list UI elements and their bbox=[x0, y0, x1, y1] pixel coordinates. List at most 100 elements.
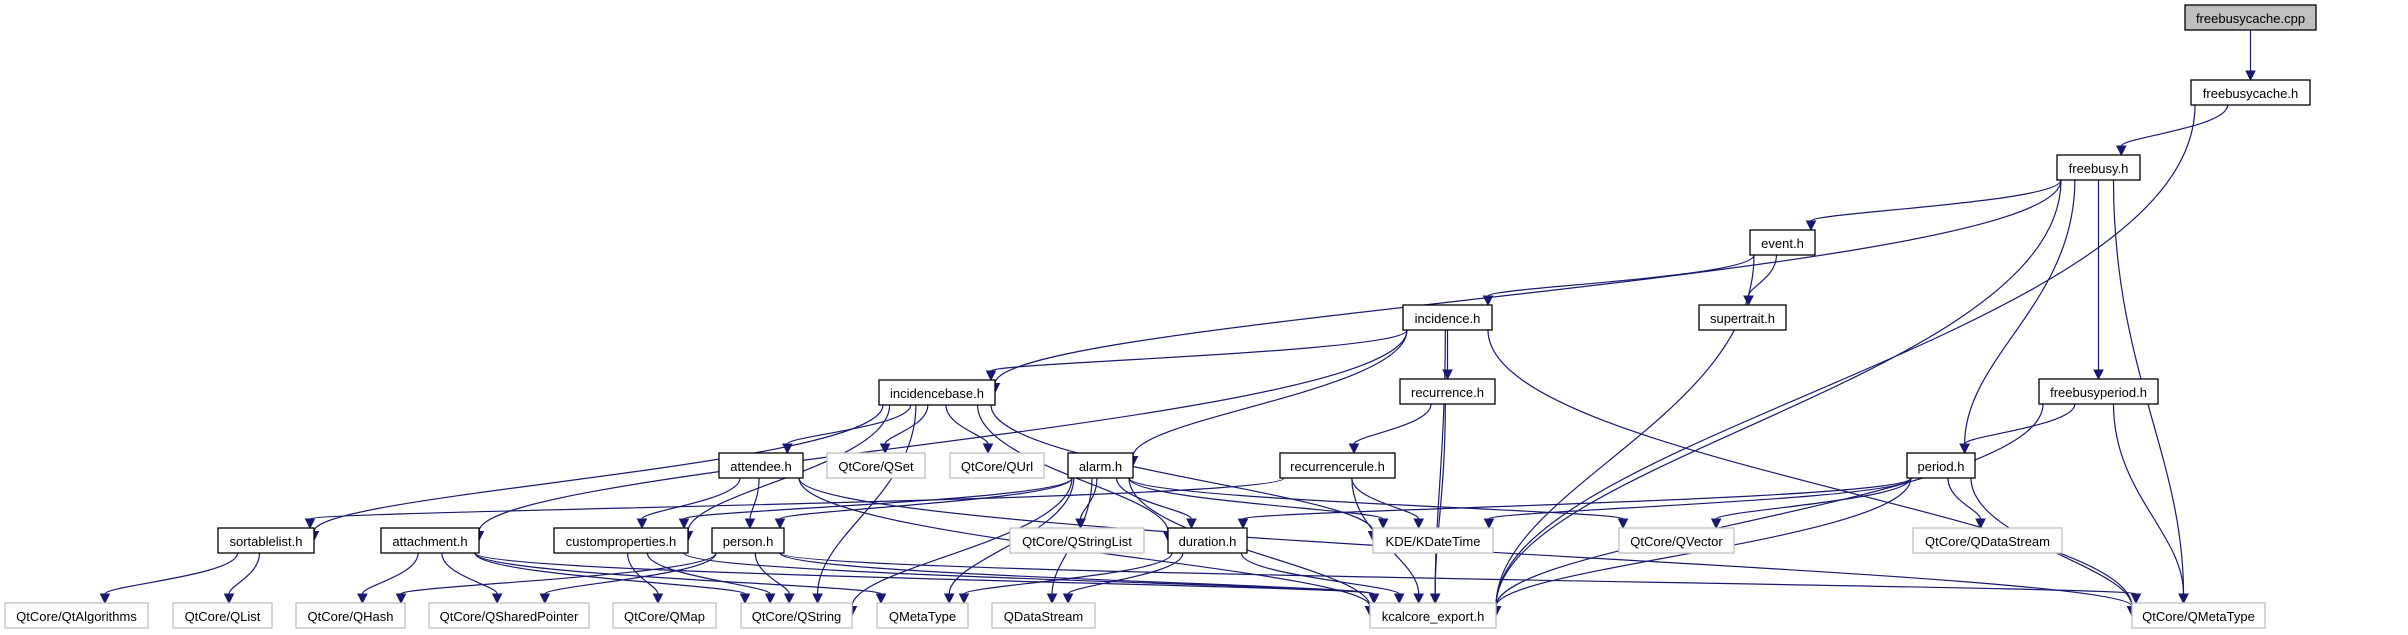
arrowhead-icon bbox=[1348, 443, 1360, 455]
edge-incidence_h-to-qtcore_qmetatype bbox=[1487, 329, 2133, 607]
arrowhead-icon bbox=[879, 443, 891, 455]
node-qmap: QtCore/QMap bbox=[612, 602, 717, 629]
node-label: QMetaType bbox=[889, 609, 956, 624]
edge-period_h-to-qvector bbox=[1715, 477, 1912, 520]
node-person-h[interactable]: person.h bbox=[711, 527, 785, 554]
edge-sortablelist_h-to-qlist bbox=[228, 552, 261, 595]
edge-person_h-to-qsharedpointer bbox=[544, 552, 717, 595]
edge-incidencebase_h-to-qset bbox=[884, 404, 929, 445]
edge-attachment_h-to-qstring bbox=[474, 552, 746, 595]
node-box[interactable] bbox=[1279, 452, 1396, 479]
edge-duration_h-to-qmetatype bbox=[963, 552, 1173, 595]
node-sortablelist-h[interactable]: sortablelist.h bbox=[217, 527, 315, 554]
node-box[interactable] bbox=[1698, 304, 1787, 331]
node-event-h[interactable]: event.h bbox=[1749, 229, 1816, 256]
node-freebusycache-cpp[interactable]: freebusycache.cpp bbox=[2184, 4, 2317, 31]
node-box[interactable] bbox=[1399, 378, 1496, 405]
edge-person_h-to-qstring bbox=[754, 552, 790, 595]
arrowhead-icon bbox=[2093, 369, 2104, 381]
node-freebusy-h[interactable]: freebusy.h bbox=[2056, 154, 2141, 181]
node-qstringlist: QtCore/QStringList bbox=[1009, 527, 1145, 554]
node-label: freebusycache.cpp bbox=[2196, 11, 2305, 26]
node-qmetatype: QMetaType bbox=[876, 602, 969, 629]
node-recurrencerule-h[interactable]: recurrencerule.h bbox=[1279, 452, 1396, 479]
node-kdatetime: KDE/KDateTime bbox=[1372, 527, 1494, 554]
node-label: QtCore/QVector bbox=[1630, 534, 1723, 549]
arrowhead-icon bbox=[1710, 518, 1722, 530]
edge-freebusyperiod_h-to-qtcore_qmetatype bbox=[2112, 403, 2185, 595]
node-box[interactable] bbox=[2056, 154, 2141, 181]
node-box[interactable] bbox=[2038, 378, 2159, 405]
arrowhead-icon bbox=[539, 593, 551, 605]
node-box[interactable] bbox=[1749, 229, 1816, 256]
arrowhead-icon bbox=[774, 518, 786, 530]
edge-event_h-to-incidence_h bbox=[1487, 254, 1755, 297]
edge-incidencebase_h-to-qurl bbox=[945, 404, 989, 445]
node-box[interactable] bbox=[1167, 527, 1248, 554]
edge-sortablelist_h-to-qtalgorithms bbox=[104, 552, 239, 595]
node-box bbox=[1009, 527, 1145, 554]
node-box[interactable] bbox=[878, 379, 996, 406]
node-period-h[interactable]: period.h bbox=[1906, 452, 1976, 479]
node-attachment-h[interactable]: attachment.h bbox=[380, 527, 480, 554]
nodes-layer: freebusycache.cpp freebusycache.h freebusy… bbox=[4, 4, 2317, 629]
edge-customproperties_h-to-qstring bbox=[646, 552, 771, 595]
node-box[interactable] bbox=[718, 452, 804, 479]
node-customproperties-h[interactable]: customproperties.h bbox=[553, 527, 689, 554]
node-alarm-h[interactable]: alarm.h bbox=[1067, 452, 1134, 479]
node-label: event.h bbox=[1761, 236, 1804, 251]
edge-person_h-to-kcalcore_export_h bbox=[779, 552, 1375, 595]
node-label: QtCore/QtAlgorithms bbox=[16, 609, 137, 624]
edge-attendee_h-to-person_h bbox=[749, 477, 760, 520]
edge-person_h-to-qhash bbox=[400, 552, 717, 595]
node-box[interactable] bbox=[380, 527, 480, 554]
node-box[interactable] bbox=[217, 527, 315, 554]
node-label: supertrait.h bbox=[1710, 311, 1775, 326]
arrowhead-icon bbox=[1483, 518, 1495, 530]
node-label: recurrence.h bbox=[1411, 385, 1484, 400]
node-box[interactable] bbox=[711, 527, 785, 554]
node-box[interactable] bbox=[2190, 79, 2311, 106]
node-label: QtCore/QList bbox=[185, 609, 261, 624]
node-box bbox=[876, 602, 969, 629]
arrowhead-icon bbox=[958, 593, 970, 605]
node-attendee-h[interactable]: attendee.h bbox=[718, 452, 804, 479]
node-box[interactable] bbox=[553, 527, 689, 554]
edge-recurrencerule_h-to-kdatetime bbox=[1351, 477, 1420, 520]
arrowhead-icon bbox=[1959, 443, 1970, 455]
arrowhead-icon bbox=[1429, 593, 1441, 605]
node-recurrence-h[interactable]: recurrence.h bbox=[1399, 378, 1496, 405]
arrowhead-icon bbox=[943, 593, 955, 605]
edge-period_h-to-duration_h bbox=[1242, 477, 1912, 520]
node-box bbox=[740, 602, 853, 629]
edge-customproperties_h-to-kcalcore_export_h bbox=[683, 552, 1375, 595]
node-box[interactable] bbox=[1402, 304, 1493, 331]
node-label: QtCore/QMap bbox=[624, 609, 705, 624]
arrowhead-icon bbox=[982, 443, 994, 455]
arrowhead-icon bbox=[764, 593, 776, 605]
arrowhead-icon bbox=[1377, 518, 1389, 530]
arrowhead-icon bbox=[1237, 518, 1249, 530]
edge-freebusy_h-to-period_h bbox=[1964, 179, 2076, 445]
node-box[interactable] bbox=[1906, 452, 1976, 479]
node-freebusyperiod-h[interactable]: freebusyperiod.h bbox=[2038, 378, 2159, 405]
node-supertrait-h[interactable]: supertrait.h bbox=[1698, 304, 1787, 331]
node-freebusycache-h[interactable]: freebusycache.h bbox=[2190, 79, 2311, 106]
node-box bbox=[1912, 527, 2063, 554]
arrowhead-icon bbox=[1046, 593, 1058, 605]
node-box bbox=[295, 602, 406, 629]
node-qset: QtCore/QSet bbox=[826, 452, 926, 479]
node-incidencebase-h[interactable]: incidencebase.h bbox=[878, 379, 996, 406]
node-duration-h[interactable]: duration.h bbox=[1167, 527, 1248, 554]
node-box[interactable] bbox=[2184, 4, 2317, 31]
edge-person_h-to-qtcore_qmetatype bbox=[779, 552, 2137, 595]
node-qhash: QtCore/QHash bbox=[295, 602, 406, 629]
node-label: QtCore/QDataStream bbox=[1925, 534, 2050, 549]
node-incidence-h[interactable]: incidence.h bbox=[1402, 304, 1493, 331]
edge-attachment_h-to-qsharedpointer bbox=[441, 552, 498, 595]
node-box[interactable] bbox=[1067, 452, 1134, 479]
arrowhead-icon bbox=[744, 518, 756, 530]
node-box bbox=[1618, 527, 1735, 554]
arrowhead-icon bbox=[812, 593, 823, 605]
